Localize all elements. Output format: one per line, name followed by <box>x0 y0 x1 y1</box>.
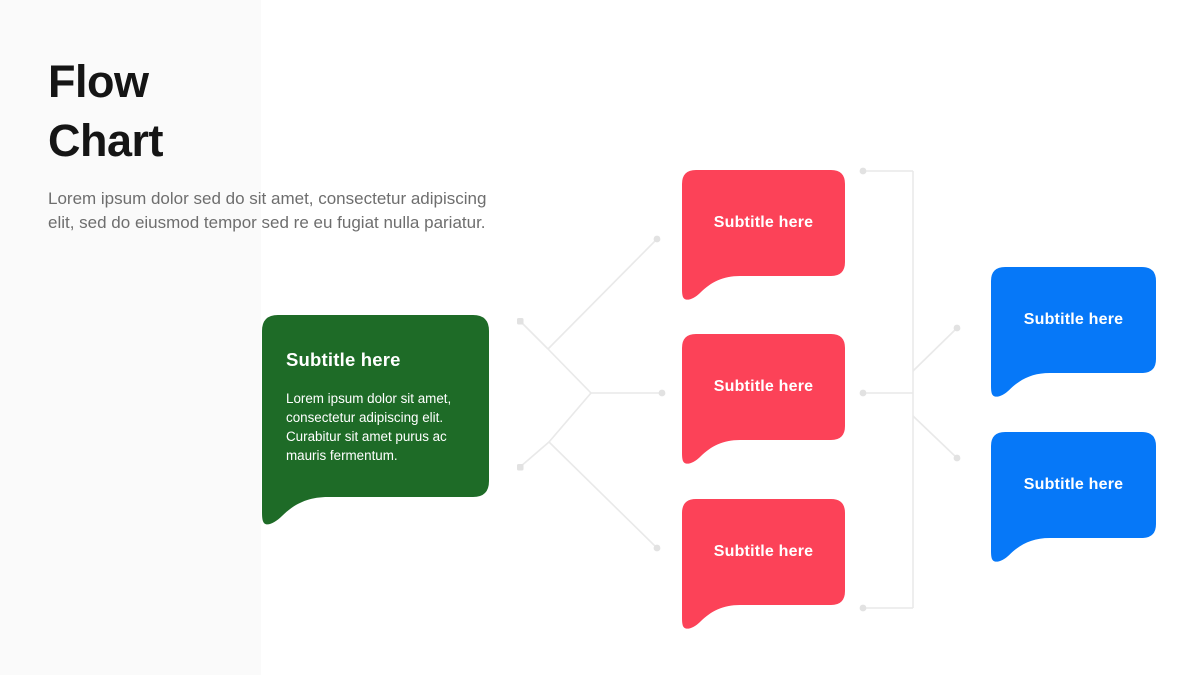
node-body: Lorem ipsum dolor sit amet, consectetur … <box>286 391 452 463</box>
flow-node-mid-2: Subtitle here <box>682 334 845 465</box>
page-description: Lorem ipsum dolor sed do sit amet, conse… <box>48 189 487 232</box>
node-title: Subtitle here <box>286 349 401 370</box>
connector-left-group <box>517 235 666 552</box>
node-label: Subtitle here <box>1023 311 1124 328</box>
speech-bubble-shape <box>682 334 845 464</box>
page-title-line1: Flow <box>48 56 149 107</box>
flow-node-mid-1: Subtitle here <box>682 170 845 301</box>
flow-node-mid-3: Subtitle here <box>682 499 845 630</box>
speech-bubble-shape <box>682 499 845 629</box>
sidebar-panel <box>0 0 261 675</box>
connector-right-group <box>859 167 961 612</box>
node-label: Subtitle here <box>1023 476 1124 493</box>
flow-node-end-1: Subtitle here <box>991 267 1156 398</box>
node-label: Subtitle here <box>713 378 814 395</box>
flow-node-root: Subtitle here Lorem ipsum dolor sit amet… <box>262 315 489 527</box>
speech-bubble-shape <box>682 170 845 300</box>
flow-node-end-2: Subtitle here <box>991 432 1156 563</box>
page-title: Flow Chart <box>48 52 164 170</box>
speech-bubble-shape <box>262 315 489 525</box>
speech-bubble-shape <box>991 432 1156 562</box>
node-label: Subtitle here <box>713 214 814 231</box>
speech-bubble-shape <box>991 267 1156 397</box>
node-label: Subtitle here <box>713 543 814 560</box>
page-title-line2: Chart <box>48 115 164 166</box>
